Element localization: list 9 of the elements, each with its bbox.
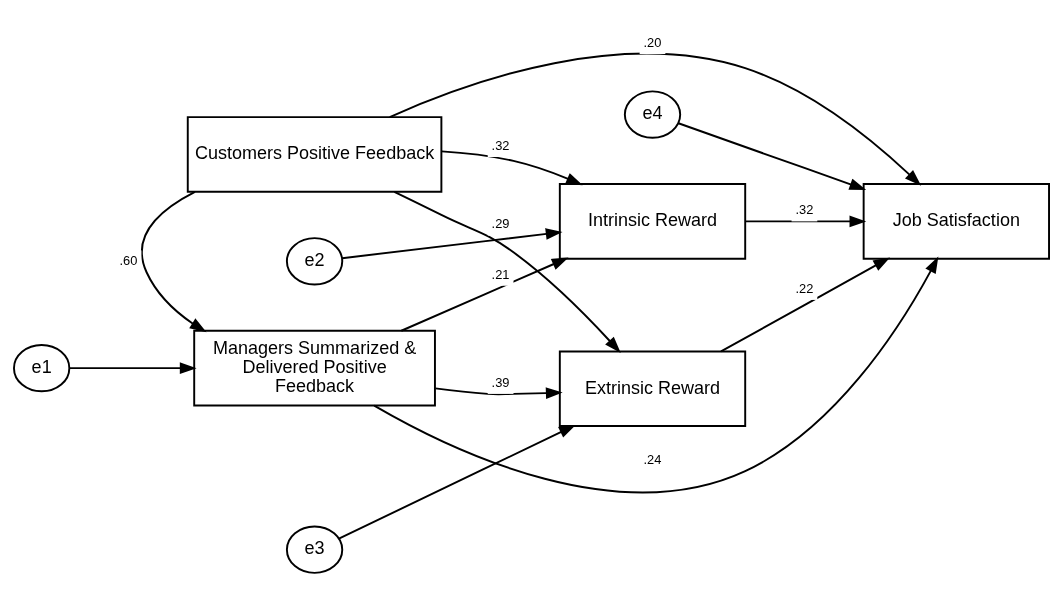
edge-label: .60: [119, 252, 138, 268]
edge-label: .24: [643, 451, 662, 467]
edge-label: .32: [491, 137, 510, 153]
edge-label: .20: [643, 34, 662, 50]
edge-label: .39: [491, 374, 510, 390]
edge-label: .32: [795, 201, 814, 217]
edge-label: .29: [491, 215, 510, 231]
edge-label: .22: [795, 280, 814, 296]
edge-label: .21: [491, 266, 510, 282]
